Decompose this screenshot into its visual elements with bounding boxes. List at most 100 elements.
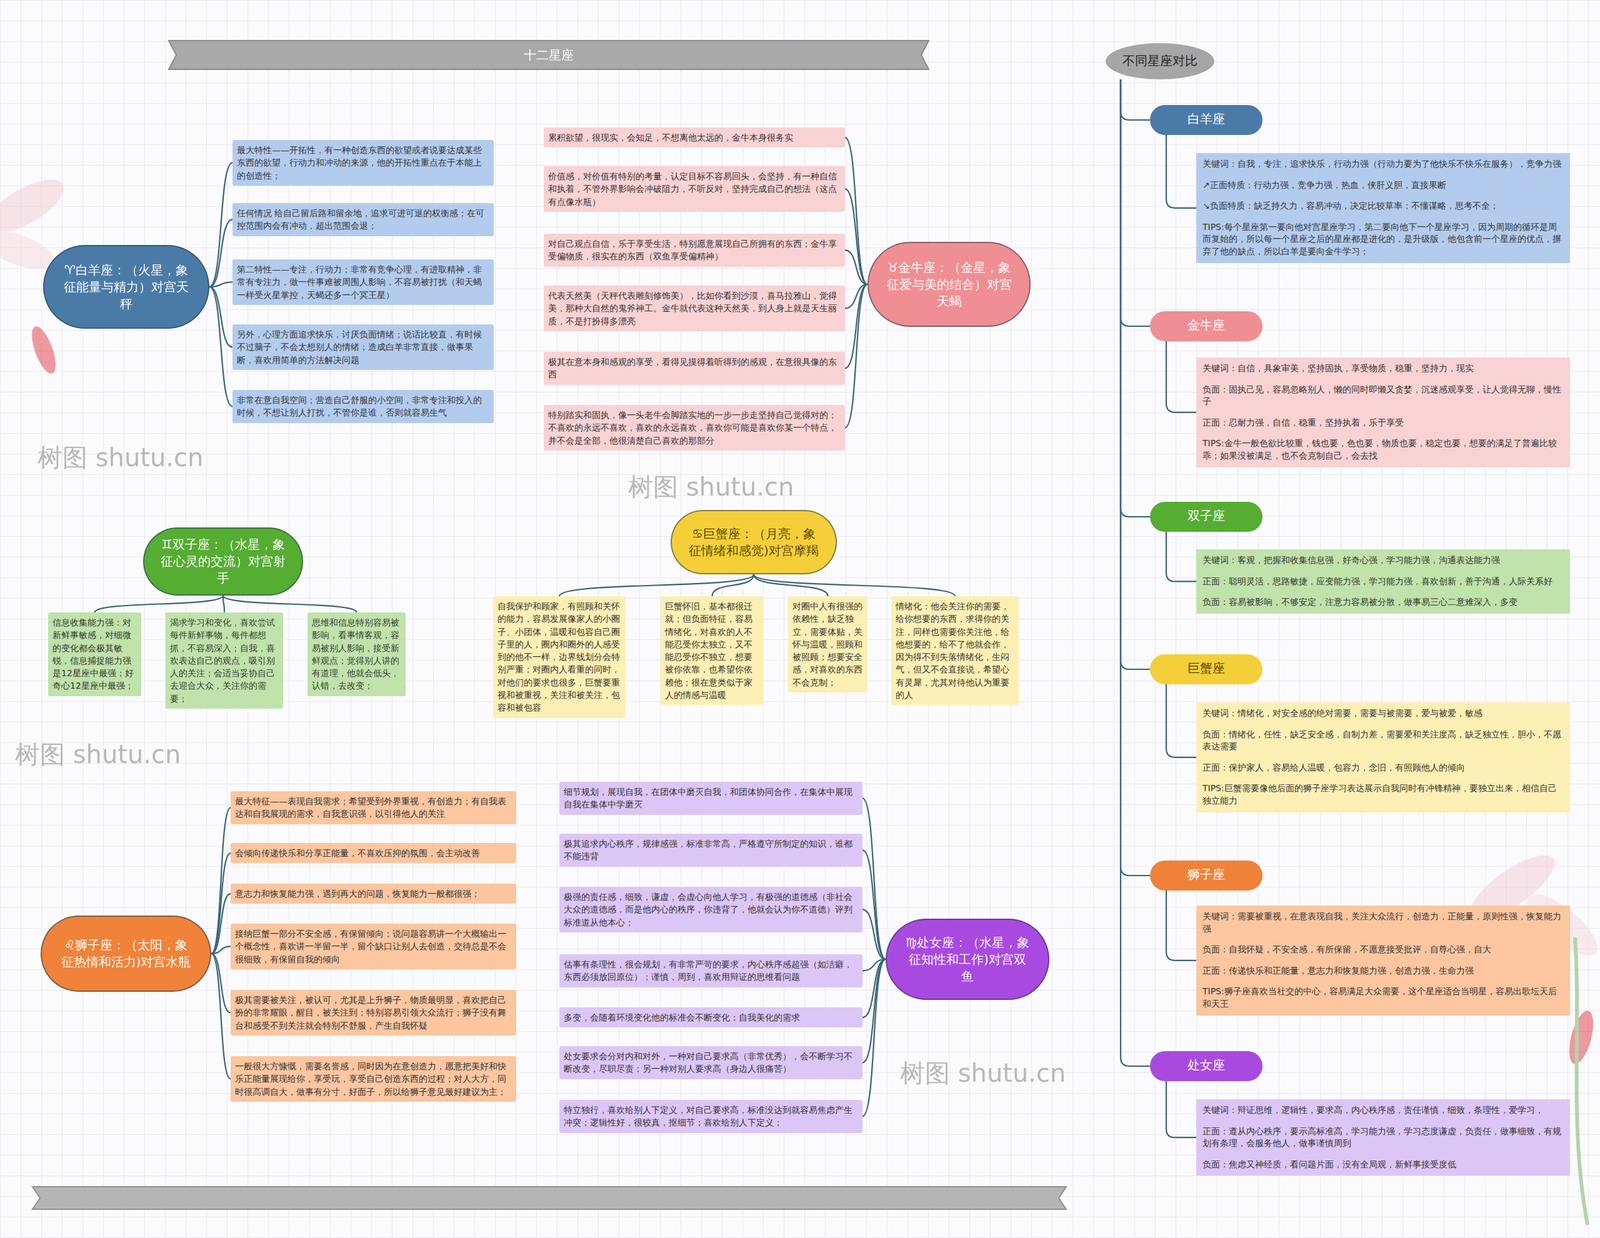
branch-connector — [1166, 341, 1197, 413]
compare-box: 关键词：情绪化，对安全感的绝对需要，需要与被需要，爱与被爱，敏感负面：情绪化，任… — [1196, 702, 1570, 813]
watermark: 树图 shutu.cn — [15, 737, 181, 772]
branch-connector — [845, 250, 868, 285]
branch-connector — [211, 893, 231, 954]
node-text: 处女座 — [1155, 1056, 1258, 1074]
trait-box: 估事有条理性，很会规划，有非常严苛的要求，内心秩序感超强（如洁癖，东西必须放回原… — [559, 954, 863, 988]
trait-box: 任何情况 给自己留后路和留余地，追求可进可退的权衡感；在可控范围内会有冲动，超出… — [232, 203, 494, 237]
node-text: 特别踏实和固执，像一头老牛会脚踏实地的一步一步走坚持自己觉得对的；不喜欢的永远不… — [548, 408, 841, 447]
sign-pill: 巨蟹座 — [1150, 654, 1263, 685]
trait-box: 一般很大方慷慨，需要名誉感，同时因为在意创造力，愿意把美好和快乐正能量展现给你，… — [230, 1056, 517, 1102]
branch-connector — [862, 798, 886, 960]
sign-node: ♋巨蟹座：（月亮，象征情绪和感觉)对宫摩羯 — [670, 510, 837, 575]
branch-connector — [862, 850, 886, 960]
node-text: 巨蟹座 — [1155, 659, 1258, 677]
trait-box: 代表天然美（天秤代表雕刻修饰美），比如你看到沙漠，喜马拉雅山，觉得美，那种大自然… — [543, 285, 845, 332]
trait-box: 多变，会随着环境变化他的标准会不断变化；自我美化的需求 — [559, 1007, 863, 1028]
watermark: 树图 shutu.cn — [900, 1056, 1066, 1091]
node-text: 正面：保护家人，容易给人温暖，包容力，念旧，有照顾他人的倾向 — [1202, 761, 1564, 775]
node-text: 关键词：情绪化，对安全感的绝对需要，需要与被需要，爱与被爱，敏感 — [1202, 707, 1564, 720]
sign-node: ♊双子座：（水星，象征心灵的交流）对宫射手 — [143, 527, 304, 596]
sign-node: ♈白羊座：（火星，象征能量与精力）对宫天秤 — [43, 245, 210, 329]
node-text: 会倾向传递快乐和分享正能量，不喜欢压抑的氛围，会主动改善 — [235, 846, 512, 860]
node-text: 正面：忍耐力强，自信，稳重，坚持执着，乐于享受 — [1202, 416, 1564, 430]
sign-node: ♍处女座：（水星，象征知性和工作)对宫双鱼 — [885, 918, 1050, 1000]
node-text: 关键词：客观，把握和收集信息强，好奇心强，学习能力强，沟通表达能力强 — [1202, 554, 1564, 567]
branch-connector — [1120, 79, 1150, 517]
sign-pill: 白羊座 — [1150, 105, 1263, 135]
branch-connector — [211, 953, 231, 1013]
branch-connector — [211, 946, 231, 954]
node-text: 估事有条理性，很会规划，有非常严苛的要求，内心秩序感超强（如洁癖，东西必须放回原… — [563, 958, 859, 984]
watermark: 树图 shutu.cn — [37, 440, 204, 475]
branch-connector — [862, 959, 886, 1117]
trait-box: 接纳巨蟹一部分不安全感，有保留倾向；说问题容易讲一个大概输出一个概念性，喜欢讲一… — [230, 923, 517, 970]
branch-connector — [845, 188, 868, 285]
trait-box: 最大特性——开拓性，有一种创造东西的欲望或者说要达成某些东西的欲望，行动力和冲动… — [232, 140, 494, 186]
node-text: 非常在意自我空间；营造自己舒服的小空间，非常专注和投入的时候，不想让别人打扰，不… — [236, 393, 490, 420]
node-text: 负面：固执己见，容易忽略别人，懒的同时即懒又贪婪，沉迷感观享受，让人觉得无聊，慢… — [1202, 383, 1564, 409]
node-text: 极其需要被关注，被认可，尤其是上升狮子，物质最明显，喜欢把自己扮的非常耀眼，醒目… — [235, 993, 512, 1032]
branch-connector — [209, 281, 233, 287]
node-text: 累积欲望，很现实，会知足，不想离他太远的，金牛本身很务实 — [548, 131, 841, 144]
root-node: 不同星座对比 — [1105, 43, 1215, 80]
bottom-band — [32, 1186, 1067, 1210]
trait-box: 特别踏实和固执，像一头老牛会脚踏实地的一步一步走坚持自己觉得对的；不喜欢的永远不… — [543, 405, 845, 451]
node-text: 接纳巨蟹一部分不安全感，有保留倾向；说问题容易讲一个大概输出一个概念性，喜欢讲一… — [235, 927, 512, 966]
node-text: 另外，心理方面追求快乐，讨厌负面情绪；说话比较直，有时候不过脑子，不会太想别人的… — [236, 328, 490, 367]
title-band — [168, 40, 929, 70]
branch-connector — [1166, 1081, 1197, 1138]
node-text: ♈白羊座：（火星，象征能量与精力）对宫天秤 — [60, 261, 192, 313]
trait-box: 情绪化：他会关注你的需要，给你想要的东西，求得你的关注，同样也需要你关注他，给他… — [891, 596, 1019, 705]
trait-box: 处女要求会分对内和对外，一种对自己要求高（非常优秀），会不断学习不断改变，尽职尽… — [559, 1046, 863, 1080]
node-text: 最大特征——表现自我需求；希望受到外界重视，有创造力；有自我表达和自我展现的需求… — [235, 795, 512, 821]
node-text: 自我保护和顾家，有照顾和关怀的能力，容易发展像家人的小圈子、小团体，温暖和包容自… — [497, 600, 622, 715]
trait-box: 渴求学习和变化，喜欢尝试每件新鲜事物，每件都想抓，不容易深入；自我，喜欢表达自己… — [165, 612, 284, 709]
branch-connector — [1120, 79, 1150, 876]
trait-box: 最大特征——表现自我需求；希望受到外界重视，有创造力；有自我表达和自我展现的需求… — [230, 791, 517, 825]
branch-connector — [753, 574, 829, 597]
trait-box: 信息收集能力强：对新鲜事敏感，对细微的变化都会极其敏锐，信息捕捉能力强是12星座… — [48, 612, 142, 697]
branch-connector — [211, 953, 231, 1079]
sign-node: ♉金牛座：（金星，象征爱与美的结合）对宫天蝎 — [867, 241, 1031, 327]
trait-box: 巨蟹怀旧，基本都很迁就；但负面特征，容易情绪化，对喜欢的人不能忍受你太独立，又不… — [660, 596, 764, 705]
branch-connector — [753, 574, 955, 597]
branch-connector — [845, 137, 868, 285]
branch-connector — [223, 595, 357, 613]
node-text: TIPS:狮子座喜欢当社交的中心，容易满足大众需要，这个星座适合当明星，容易出歌… — [1202, 985, 1564, 1010]
node-text: 思维和信息特别容易被影响，看事情客观，容易被别人影响，接受新鲜观点；觉得别人讲的… — [311, 616, 402, 693]
node-text: 细节规划，展现自我，在团体中磨灭自我，和团体协同合作，在集体中展现自我在集体中学… — [563, 785, 859, 812]
node-text: ♊双子座：（水星，象征心灵的交流）对宫射手 — [160, 536, 286, 587]
branch-connector — [1120, 79, 1150, 327]
trait-box: 第二特性——专注，行动力；非常有竞争心理，有进取精神，非常有专注力，做一件事难被… — [232, 259, 494, 305]
node-text: 巨蟹怀旧，基本都很迁就；但负面特征，容易情绪化，对喜欢的人不能忍受你太独立，又不… — [665, 600, 760, 702]
trait-box: 非常在意自我空间；营造自己舒服的小空间，非常专注和投入的时候，不想让别人打扰，不… — [232, 390, 494, 424]
branch-connector — [1120, 79, 1150, 1067]
branch-connector — [559, 574, 754, 597]
node-text: 双子座 — [1155, 506, 1258, 525]
trait-box: 自我保护和顾家，有照顾和关怀的能力，容易发展像家人的小圈子、小团体，温暖和包容自… — [493, 596, 626, 719]
node-text: 白羊座 — [1155, 110, 1258, 128]
branch-connector — [223, 595, 225, 613]
compare-box: 关键词：自我，专注，追求快乐，行动力强（行动力要为了他快乐不快乐在服务），竞争力… — [1196, 153, 1570, 264]
node-text: 处女要求会分对内和对外，一种对自己要求高（非常优秀），会不断学习不断改变，尽职尽… — [563, 1050, 859, 1076]
node-text: 不同星座对比 — [1111, 51, 1209, 70]
branch-connector — [1166, 890, 1197, 961]
branch-connector — [862, 909, 886, 960]
node-text: 任何情况 给自己留后路和留余地，追求可进可退的权衡感；在可控范围内会有冲动，超出… — [236, 206, 490, 233]
sign-pill: 金牛座 — [1150, 311, 1263, 342]
node-text: 正面：传递快乐和正能量，意志力和恢复能力强，创造力强，生命力强 — [1202, 965, 1564, 978]
node-text: TIPS:金牛一般色欲比较重，钱也要，色也要，物质也要，稳定也要，想要的满足了普… — [1202, 437, 1564, 462]
node-text: 特立独行，喜欢给别人下定义，对自己要求高，标准没达到就容易焦虑产生冲突；逻辑性好… — [563, 1103, 859, 1130]
node-text: 极其在意本身和感观的享受，看得见摸得着听得到的感观，在意很具像的东西 — [548, 355, 841, 382]
sign-pill: 双子座 — [1150, 501, 1263, 532]
node-text: ♋巨蟹座：（月亮，象征情绪和感觉)对宫摩羯 — [688, 525, 820, 560]
trait-box: 会倾向传递快乐和分享正能量，不喜欢压抑的氛围，会主动改善 — [230, 843, 517, 864]
node-text: 负面：情绪化，任性，缺乏安全感，自制力差，需要爱和关注度高，缺乏独立性，胆小，不… — [1202, 728, 1564, 754]
node-text: ♌狮子座：（太阳，象征热情和活力)对宫水瓶 — [58, 936, 194, 971]
sign-pill: 处女座 — [1150, 1051, 1263, 1082]
node-text: 关键词：自信，具象审美，坚持固执，享受物质，稳重，坚持力，现实 — [1202, 362, 1564, 375]
branch-connector — [95, 595, 224, 613]
trait-box: 极其在意本身和感观的享受，看得见摸得着听得到的感观，在意很具像的东西 — [543, 351, 845, 385]
compare-box: 关键词：辩证思维，逻辑性，要求高，内心秩序感，责任谨慎，细致，条理性，爱学习，正… — [1196, 1099, 1570, 1176]
node-text: 信息收集能力强：对新鲜事敏感，对细微的变化都会极其敏锐，信息捕捉能力强是12星座… — [52, 616, 137, 693]
